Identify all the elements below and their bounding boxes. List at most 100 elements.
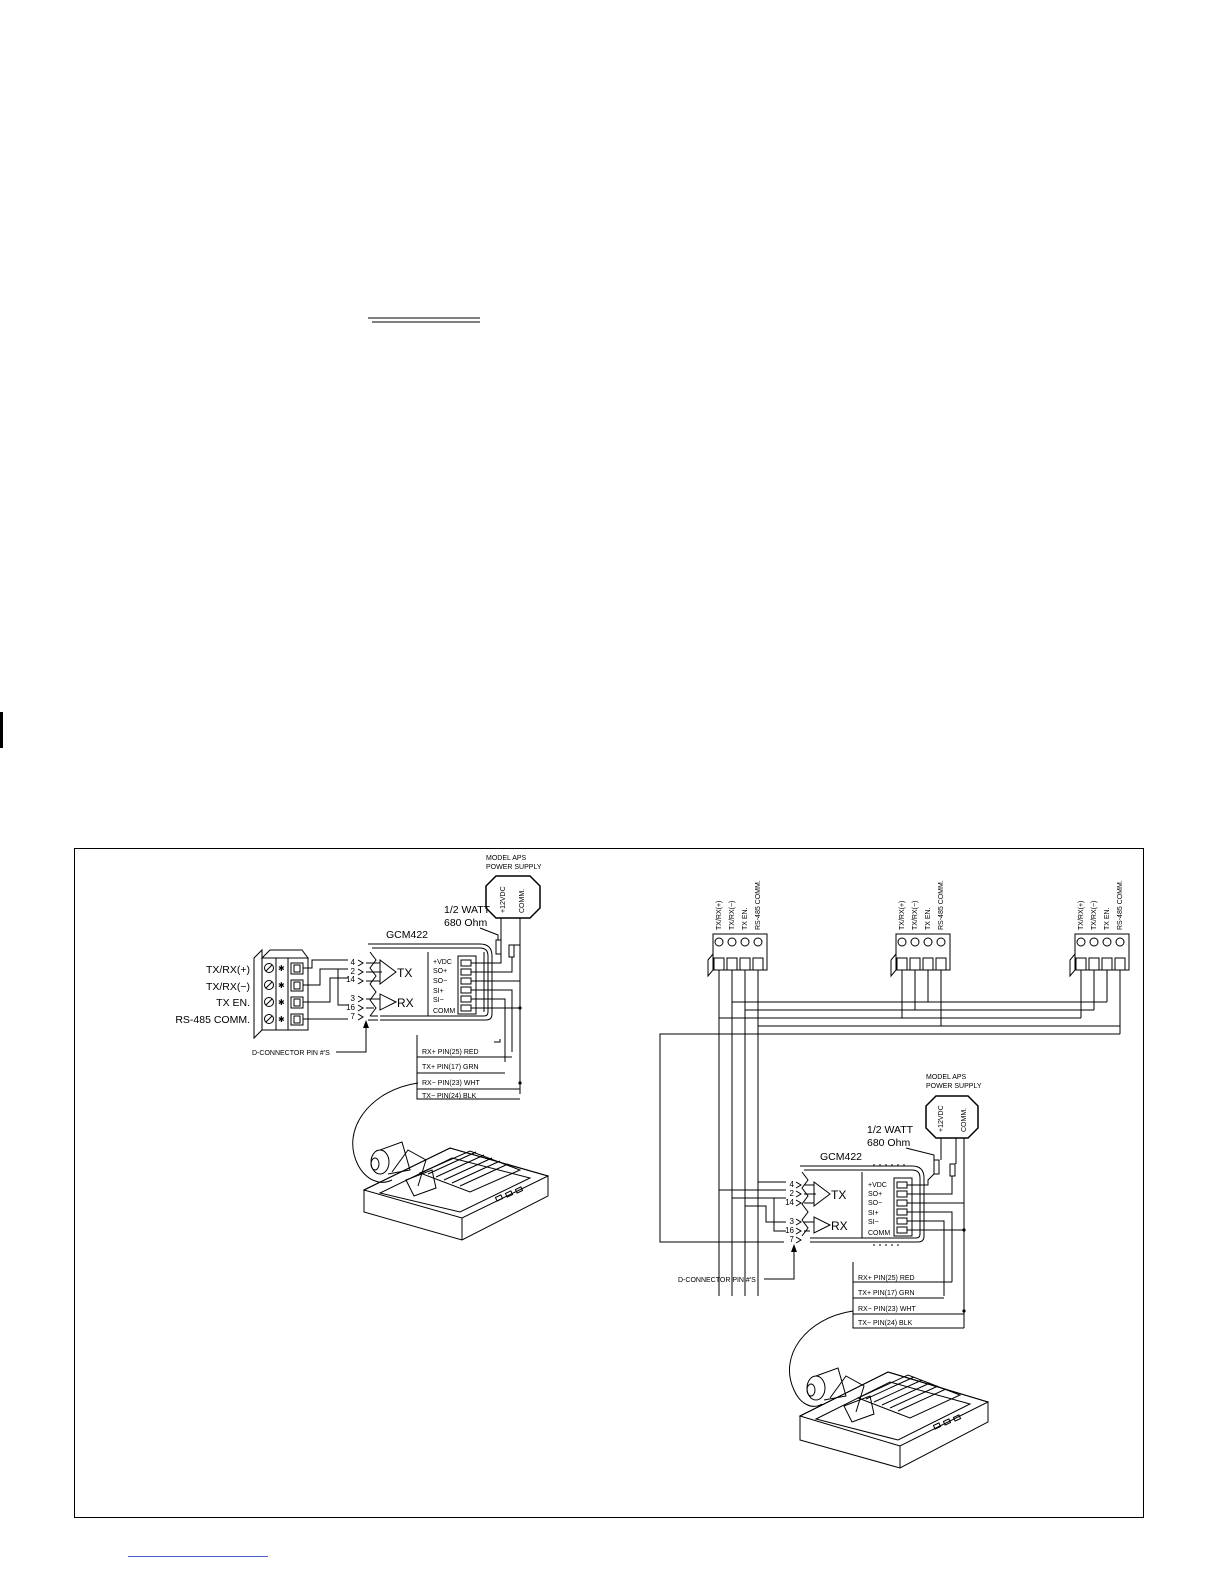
left-pin-3: 3 — [351, 994, 356, 1003]
left-tx-rx-drivers: TX RX — [366, 959, 414, 1011]
left-power-supply: MODEL APS POWER SUPPLY +12VDC COMM. — [485, 855, 542, 919]
left-ps-subtitle: POWER SUPPLY — [486, 864, 542, 871]
right-tx-label: TX — [831, 1188, 846, 1202]
left-terminal-label-txrx-plus: TX/RX(+) — [206, 964, 250, 976]
left-terminal-label-txrx-minus: TX/RX(−) — [206, 981, 250, 993]
left-module-pin-so-minus: SO− — [433, 978, 447, 985]
right-module-pin-so-minus: SO− — [868, 1200, 882, 1207]
bus3-label-txrx-plus: TX/RX(+) — [1078, 901, 1085, 930]
bus1-label-txrx-plus: TX/RX(+) — [716, 901, 723, 930]
left-ps-pin-plus: +12VDC — [500, 886, 507, 913]
right-module-pin-si-plus: SI+ — [868, 1210, 879, 1217]
right-cable-table: RX+ PIN(25) RED TX+ PIN(17) GRN RX− PIN(… — [852, 1262, 964, 1329]
left-resistor-ohm: 680 Ohm — [444, 917, 487, 929]
left-pin-7: 7 — [351, 1012, 356, 1021]
left-module-pin-so-plus: SO+ — [433, 968, 447, 975]
bus1-label-tx-en: TX EN. — [742, 907, 749, 930]
bus3-label-rs485-comm: RS-485 COMM. — [1117, 880, 1124, 930]
left-terminal-block: ✱ ✱ ✱ ✱ — [253, 948, 309, 1040]
left-cable-row-rx-minus: RX− PIN(23) WHT — [422, 1080, 480, 1087]
left-resistor-watt: 1/2 WATT — [444, 904, 491, 916]
right-pin-2: 2 — [790, 1189, 795, 1198]
right-printer-illustration — [789, 1310, 990, 1469]
right-ps-pin-comm: COMM. — [961, 1108, 968, 1132]
right-pin-4: 4 — [790, 1180, 795, 1189]
left-pin-16: 16 — [346, 1003, 355, 1012]
right-resistor-ohm: 680 Ohm — [867, 1137, 910, 1149]
svg-text:✱: ✱ — [278, 998, 285, 1007]
left-pin-2: 2 — [351, 967, 356, 976]
left-dconnector-label: D-CONNECTOR PIN #'S — [252, 1050, 330, 1057]
bus1-label-txrx-minus: TX/RX(−) — [729, 901, 736, 930]
left-rx-label: RX — [397, 996, 414, 1010]
right-pin-7: 7 — [790, 1235, 795, 1244]
bus2-label-rs485-comm: RS-485 COMM. — [938, 880, 945, 930]
right-ps-subtitle: POWER SUPPLY — [926, 1083, 982, 1090]
left-module-pin-si-plus: SI+ — [433, 988, 444, 995]
left-pin-numbers: 4 2 14 3 16 7 — [346, 958, 364, 1021]
right-rx-label: RX — [831, 1219, 848, 1233]
right-cable-row-rx-plus: RX+ PIN(25) RED — [858, 1275, 915, 1282]
svg-text:✱: ✱ — [278, 964, 285, 973]
left-module-body — [368, 317, 493, 1021]
svg-text:✱: ✱ — [278, 981, 285, 990]
left-wiring-diagram: MODEL APS POWER SUPPLY +12VDC COMM. 1/2 … — [368, 317, 542, 1017]
right-bus-connector-3: TX/RX(+) TX/RX(−) TX EN. RS-485 COMM. — [1069, 880, 1130, 978]
right-cable-row-tx-plus: TX+ PIN(17) GRN — [858, 1290, 915, 1297]
right-pin-14: 14 — [785, 1198, 794, 1207]
left-printer-grille — [418, 1150, 522, 1193]
left-ps-title: MODEL APS — [486, 855, 527, 862]
right-bus-connector-2: TX/RX(+) TX/RX(−) TX EN. RS-485 COMM. — [890, 880, 951, 978]
left-module-pin-si-minus: SI− — [433, 997, 444, 1004]
right-ps-title: MODEL APS — [926, 1074, 967, 1081]
left-cable-row-tx-minus: TX− PIN(24) BLK — [422, 1093, 477, 1100]
right-resistor: 1/2 WATT 680 Ohm — [867, 1124, 957, 1177]
left-cable-table: RX+ PIN(25) RED TX+ PIN(17) GRN RX− PIN(… — [416, 1035, 520, 1100]
left-module-pin-labels: +VDC SO+ SO− SI+ SI− COMM — [433, 955, 477, 1015]
right-tx-rx-drivers: TX RX — [804, 1181, 848, 1234]
right-power-supply: MODEL APS POWER SUPPLY +12VDC COMM. — [925, 1074, 982, 1139]
bus2-label-txrx-plus: TX/RX(+) — [899, 901, 906, 930]
left-resistor: 1/2 WATT 680 Ohm — [444, 904, 521, 958]
left-tx-label: TX — [397, 966, 412, 980]
right-bus-connector-1: TX/RX(+) TX/RX(−) TX EN. RS-485 COMM. — [707, 880, 768, 978]
bus3-label-txrx-minus: TX/RX(−) — [1091, 901, 1098, 930]
right-printer-grille — [856, 1374, 962, 1419]
right-module-pin-si-minus: SI− — [868, 1219, 879, 1226]
bus2-label-tx-en: TX EN. — [925, 907, 932, 930]
right-module-label: GCM422 — [820, 1151, 862, 1163]
right-pin-numbers: 4 2 14 3 16 7 — [785, 1180, 802, 1244]
right-pin-16: 16 — [785, 1226, 794, 1235]
right-ps-pin-plus: +12VDC — [938, 1105, 945, 1132]
right-module-pin-comm: COMM — [868, 1230, 890, 1237]
right-ps-body — [925, 1095, 979, 1139]
left-module-label: GCM422 — [386, 929, 428, 941]
diagram-frame — [74, 848, 1144, 1518]
left-pin-14: 14 — [346, 975, 355, 984]
left-dconnector-callout: D-CONNECTOR PIN #'S — [252, 1020, 369, 1057]
bus1-label-rs485-comm: RS-485 COMM. — [755, 880, 762, 930]
svg-text:✱: ✱ — [278, 1015, 285, 1024]
left-terminal-label-rs485-comm: RS-485 COMM. — [175, 1014, 250, 1026]
right-module-pin-vdc: +VDC — [868, 1182, 887, 1189]
left-module-pin-vdc: +VDC — [433, 959, 452, 966]
left-pin-4: 4 — [351, 958, 356, 967]
footer-link-underline[interactable] — [128, 1556, 268, 1557]
right-dconnector-label: D-CONNECTOR PIN #'S — [678, 1277, 756, 1284]
page-edge-mark — [0, 712, 3, 748]
left-cable-row-tx-plus: TX+ PIN(17) GRN — [422, 1064, 479, 1071]
right-pin-3: 3 — [790, 1217, 795, 1226]
right-resistor-watt: 1/2 WATT — [867, 1124, 914, 1136]
left-ps-pin-comm: COMM. — [519, 889, 526, 913]
left-terminal-label-tx-en: TX EN. — [216, 997, 250, 1009]
left-wires — [303, 918, 522, 1094]
right-cable-row-tx-minus: TX− PIN(24) BLK — [858, 1320, 913, 1327]
left-terminal-bevel — [253, 948, 263, 1040]
bus3-label-tx-en: TX EN. — [1104, 907, 1111, 930]
right-cable-row-rx-minus: RX− PIN(23) WHT — [858, 1306, 916, 1313]
left-printer-illustration — [352, 1082, 550, 1241]
right-gcm422-module — [800, 1164, 925, 1246]
left-module-pin-comm: COMM — [433, 1008, 455, 1015]
right-module-pin-so-plus: SO+ — [868, 1191, 882, 1198]
left-ps-body — [485, 875, 541, 919]
